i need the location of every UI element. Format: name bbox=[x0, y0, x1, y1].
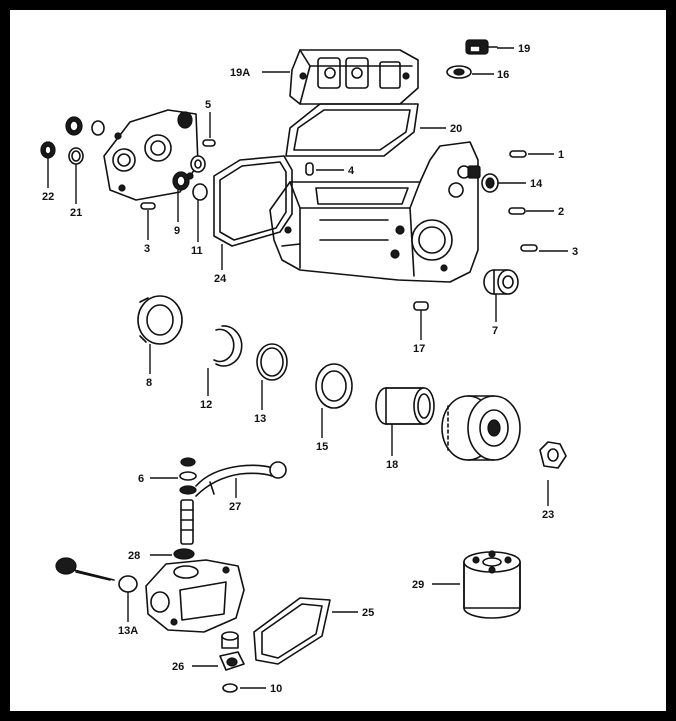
part-bearing-8 bbox=[137, 295, 183, 345]
callout-29: 29 bbox=[412, 579, 424, 591]
callout-4: 4 bbox=[348, 165, 355, 177]
callout-27: 27 bbox=[229, 501, 241, 513]
part-dipstick bbox=[55, 557, 115, 581]
callout-23: 23 bbox=[542, 509, 554, 521]
part-pin-right-3 bbox=[520, 244, 538, 252]
part-pin-4 bbox=[305, 162, 314, 176]
leader-lines bbox=[47, 47, 568, 689]
callout-20: 20 bbox=[450, 123, 462, 135]
callout-18: 18 bbox=[386, 459, 398, 471]
callout-6: 6 bbox=[138, 473, 144, 485]
callout-26: 26 bbox=[172, 661, 184, 673]
part-switch bbox=[465, 39, 498, 55]
callout-8: 8 bbox=[146, 377, 152, 389]
part-ring-21 bbox=[68, 147, 84, 165]
callout-15: 15 bbox=[316, 441, 328, 453]
callout-7: 7 bbox=[492, 325, 498, 337]
callout-5: 5 bbox=[205, 99, 211, 111]
part-switch-washer bbox=[446, 65, 472, 79]
callout-3-right: 3 bbox=[572, 246, 578, 258]
callout-14: 14 bbox=[530, 178, 543, 190]
part-bushing-7 bbox=[483, 269, 519, 295]
callout-9: 9 bbox=[174, 225, 180, 237]
part-oring-13a bbox=[118, 575, 138, 593]
part-main-case bbox=[269, 141, 481, 283]
callout-24: 24 bbox=[214, 273, 227, 285]
part-top-cover bbox=[289, 49, 419, 105]
part-shift-lever-27 bbox=[195, 461, 287, 497]
part-pin-5 bbox=[202, 139, 216, 147]
part-seal-15 bbox=[315, 363, 353, 409]
part-snap-ring-11 bbox=[192, 183, 208, 201]
callout-22: 22 bbox=[42, 191, 54, 203]
part-seal-14 bbox=[481, 173, 499, 193]
part-sprocket bbox=[441, 395, 521, 461]
callout-12: 12 bbox=[200, 399, 212, 411]
callout-25: 25 bbox=[362, 607, 374, 619]
part-bearing-upper bbox=[190, 155, 206, 173]
callout-19: 19 bbox=[518, 43, 530, 55]
part-pin-1 bbox=[509, 150, 527, 158]
part-shift-shaft bbox=[180, 499, 194, 545]
callout-17: 17 bbox=[413, 343, 425, 355]
callout-1: 1 bbox=[558, 149, 564, 161]
callout-16: 16 bbox=[497, 69, 509, 81]
callout-3-left: 3 bbox=[144, 243, 150, 255]
callout-13a: 13A bbox=[118, 625, 138, 637]
callout-10: 10 bbox=[270, 683, 282, 695]
part-snap-ring-12 bbox=[213, 325, 243, 367]
part-ring-28 bbox=[173, 548, 195, 560]
part-cover-gasket bbox=[285, 103, 419, 157]
part-nut-23 bbox=[539, 441, 567, 469]
part-seal-22 bbox=[40, 141, 56, 159]
part-bearing-9 bbox=[172, 171, 190, 191]
part-seal-left-upper bbox=[65, 111, 193, 136]
callout-19a: 19A bbox=[230, 67, 250, 79]
part-shift-housing bbox=[145, 559, 245, 633]
callout-13: 13 bbox=[254, 413, 266, 425]
callout-21: 21 bbox=[70, 207, 82, 219]
part-clip-10 bbox=[222, 683, 238, 693]
part-dowel-left-3 bbox=[140, 202, 156, 210]
callout-11: 11 bbox=[191, 245, 203, 257]
part-oil-filter bbox=[463, 550, 521, 619]
part-bushing-26 bbox=[219, 631, 245, 671]
part-ring-13 bbox=[256, 343, 288, 381]
part-pin-2 bbox=[508, 207, 526, 215]
callout-2: 2 bbox=[558, 206, 564, 218]
callout-labels: 19A 19 16 20 5 4 1 14 2 3 7 17 3 9 11 24… bbox=[42, 43, 578, 695]
part-pin-17 bbox=[413, 301, 429, 311]
part-side-gasket bbox=[213, 155, 293, 247]
callout-28: 28 bbox=[128, 550, 140, 562]
part-bearing-sleeve-18 bbox=[375, 387, 435, 425]
part-gasket-25 bbox=[253, 597, 331, 665]
part-nut-6 bbox=[179, 457, 197, 495]
